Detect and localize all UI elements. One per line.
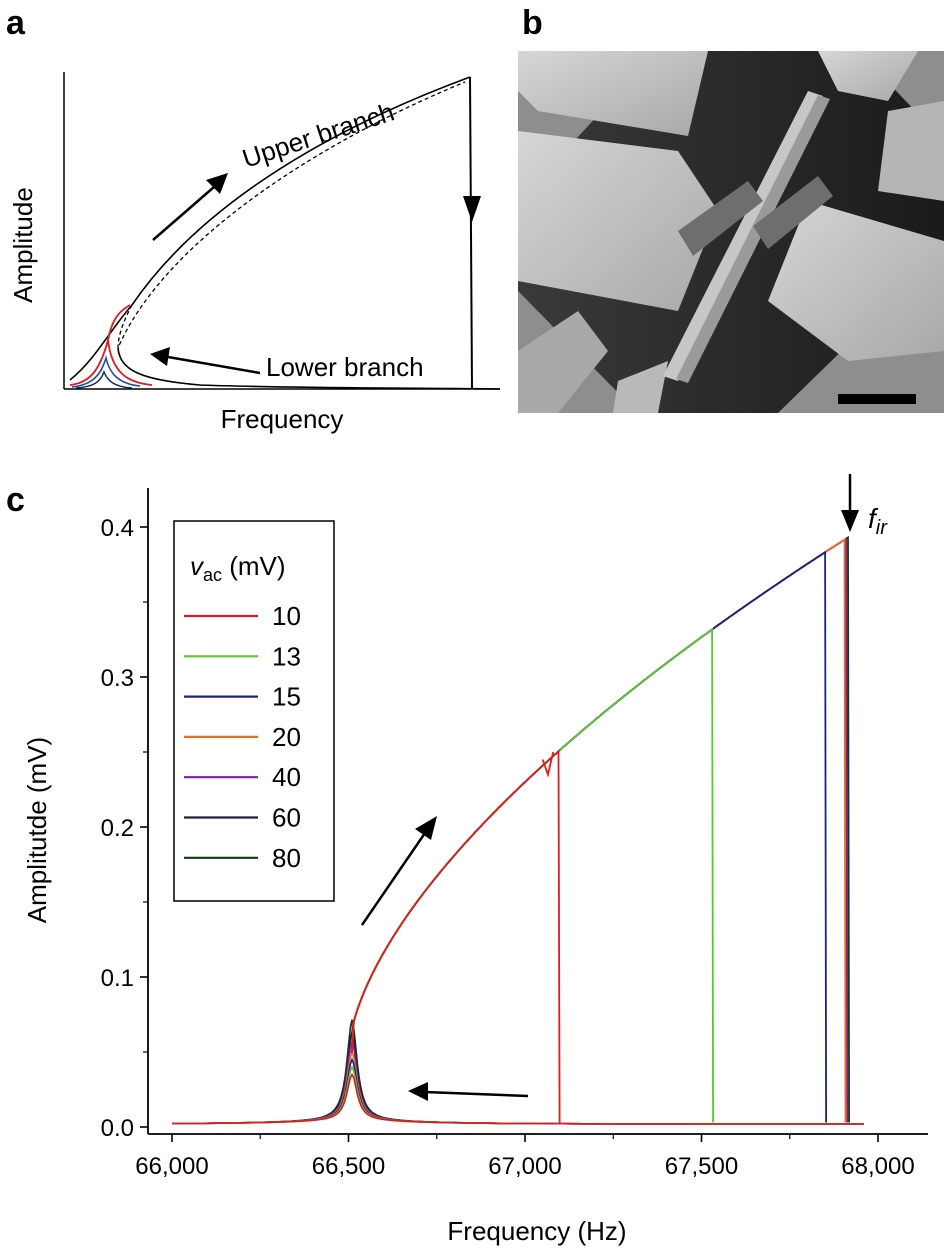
y-tick-label: 0.4	[101, 515, 134, 542]
x-tick-label: 66,500	[312, 1153, 385, 1180]
x-tick-label: 67,000	[488, 1153, 561, 1180]
legend-label-13: 13	[272, 641, 301, 671]
sweep-down-arrow-line	[424, 1090, 529, 1098]
schematic-left-arrow-line	[167, 355, 261, 375]
panel-letter-b: b	[522, 4, 543, 42]
schematic-upper-branch-curve	[69, 76, 471, 381]
schematic-red-curve	[69, 304, 153, 386]
x-tick-label: 68,000	[841, 1153, 914, 1180]
series-10-dip	[541, 751, 555, 778]
schematic-ylabel: Amplitude	[8, 187, 38, 303]
fir-annotation: fir	[868, 503, 888, 539]
x-tick-label: 66,000	[135, 1153, 208, 1180]
schematic-blue-curve	[71, 354, 141, 388]
sem-micrograph	[518, 51, 944, 413]
y-axis-label: Amplitutde (mV)	[22, 737, 52, 923]
x-tick-label: 67,500	[665, 1153, 738, 1180]
series-lower-10	[172, 1072, 864, 1125]
y-tick-label: 0.3	[101, 665, 134, 692]
schematic-up-arrow-line	[152, 186, 215, 241]
chart-axes	[147, 488, 928, 1135]
schematic-navy-curve	[75, 370, 133, 389]
panel-letter-a: a	[6, 4, 25, 42]
legend-label-15: 15	[272, 682, 301, 712]
schematic-unstable-branch-curve	[117, 81, 466, 349]
schematic-xlabel: Frequency	[221, 404, 344, 434]
series-lower-15	[172, 1057, 864, 1125]
sweep-up-arrow-line	[360, 832, 427, 926]
legend-box	[173, 520, 335, 902]
x-axis-label: Frequency (Hz)	[447, 1216, 626, 1246]
legend-label-60: 60	[272, 803, 301, 833]
schematic-lower-branch-label: Lower branch	[266, 352, 424, 382]
schematic-left-arrow-icon	[150, 347, 170, 366]
y-ticks: 0.0 0.1 0.2 0.3 0.4	[101, 515, 148, 1142]
legend-label-20: 20	[272, 722, 301, 752]
legend-label-10: 10	[272, 601, 301, 631]
series-group	[171, 535, 864, 1125]
series-lower-20	[172, 1049, 864, 1125]
series-lower-80	[172, 1020, 864, 1125]
x-ticks: 66,000 66,500 67,000 67,500 68,000	[135, 1134, 915, 1180]
schematic-down-arrow-icon	[463, 196, 481, 222]
sem-micrograph-icon	[518, 51, 944, 413]
y-tick-label: 0.0	[101, 1115, 134, 1142]
sweep-up-arrow-icon	[415, 816, 437, 840]
legend-label-40: 40	[272, 762, 301, 792]
fir-arrow-icon	[841, 510, 859, 532]
y-tick-label: 0.2	[101, 815, 134, 842]
y-tick-label: 0.1	[101, 965, 134, 992]
series-upper-13	[350, 627, 714, 1123]
legend: vac (mV) 10 13 15 20 40 60 80	[173, 520, 335, 902]
panel-letter-c: c	[6, 481, 25, 519]
schematic-up-arrow-icon	[206, 173, 228, 194]
schematic-jump-line	[469, 76, 473, 390]
schematic-lower-branch-curve	[117, 347, 501, 390]
legend-title: vac (mV)	[190, 551, 286, 585]
series-upper-10	[350, 749, 561, 1123]
sweep-down-arrow-icon	[408, 1082, 428, 1101]
legend-label-80: 80	[272, 843, 301, 873]
series-lower-60	[172, 1032, 864, 1125]
series-lower-40	[171, 1038, 864, 1125]
